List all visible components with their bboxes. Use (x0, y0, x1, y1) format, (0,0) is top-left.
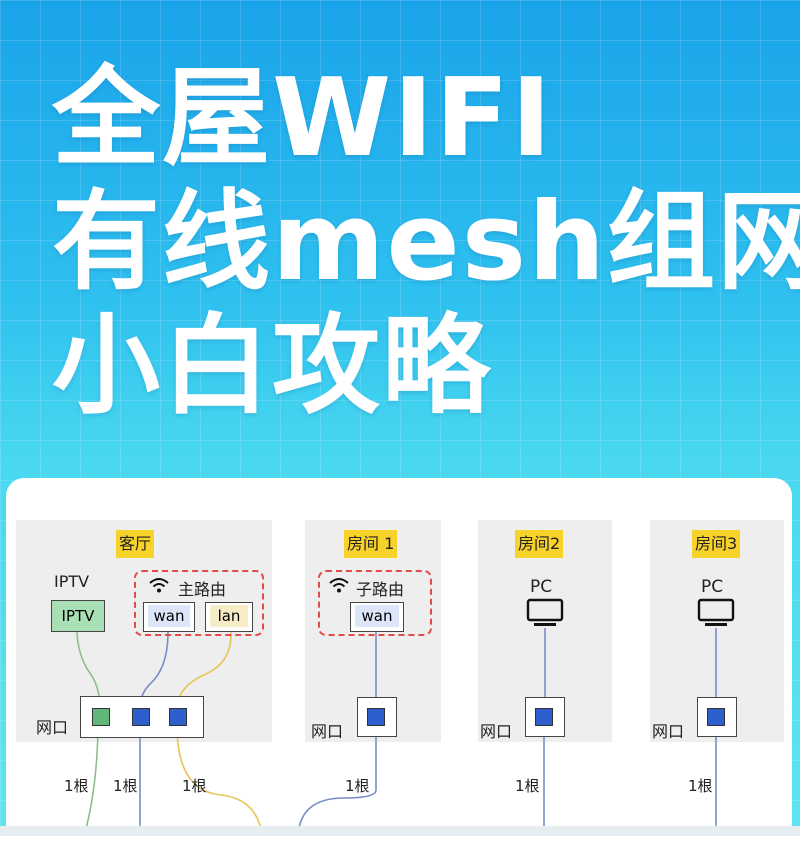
panel-living-room-label: 客厅 (116, 530, 155, 558)
title-line-2: 有线mesh组网 (52, 180, 800, 305)
sub-router-outline (318, 570, 432, 636)
panel-room-1-label: 房间 1 (344, 530, 398, 558)
room2-device-label: PC (530, 577, 553, 597)
room3-port-blue (707, 708, 725, 726)
living-port-blue-1 (132, 708, 150, 726)
title-line-1: 全屋WIFI (52, 56, 554, 181)
living-cable-3-label: 1根 (182, 777, 207, 795)
main-router-label: 主路由 (178, 580, 227, 599)
cable-living-3 (176, 727, 263, 836)
bottom-strip (0, 826, 800, 836)
wifi-icon (149, 578, 169, 593)
monitor-icon (697, 598, 735, 626)
living-port-label: 网口 (36, 718, 69, 737)
living-port-blue-2 (169, 708, 187, 726)
panel-room-2-label: 房间2 (515, 530, 564, 558)
room3-cable-label: 1根 (688, 777, 713, 795)
wifi-icon (329, 578, 349, 593)
sub-router-wan-label: wan (355, 605, 399, 627)
sub-router-label: 子路由 (356, 580, 405, 599)
main-router-wan-label: wan (148, 605, 190, 627)
iptv-box: IPTV (51, 600, 105, 632)
room3-device-label: PC (701, 577, 724, 597)
living-cable-1-label: 1根 (64, 777, 89, 795)
room3-port-label: 网口 (652, 722, 685, 741)
iptv-label: IPTV (54, 572, 90, 591)
room2-cable-label: 1根 (515, 777, 540, 795)
main-router-wan-port: wan (143, 602, 195, 632)
room2-port-label: 网口 (480, 722, 513, 741)
monitor-icon (526, 598, 564, 626)
living-cable-2-label: 1根 (113, 777, 138, 795)
living-port-green (92, 708, 110, 726)
room2-port-blue (535, 708, 553, 726)
sub-router-wan-port: wan (350, 602, 404, 632)
main-router-outline (134, 570, 264, 636)
title-line-3: 小白攻略 (52, 304, 493, 429)
iptv-box-label: IPTV (52, 601, 104, 631)
main-router-lan-port: lan (205, 602, 253, 632)
room1-port-label: 网口 (311, 722, 344, 741)
cable-room1 (297, 728, 377, 836)
panel-room-3-label: 房间3 (692, 530, 741, 558)
room1-port-blue (367, 708, 385, 726)
main-router-lan-label: lan (210, 605, 248, 627)
room1-cable-label: 1根 (345, 777, 370, 795)
